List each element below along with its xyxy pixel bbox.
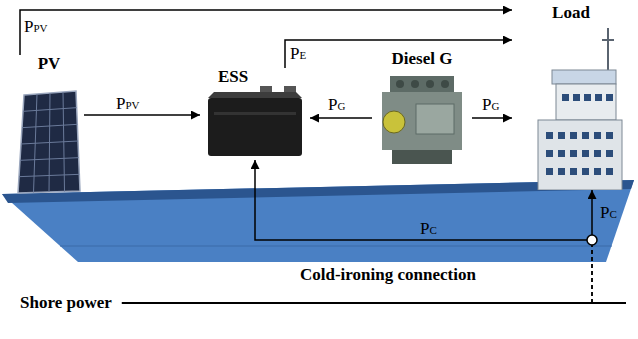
window [570,168,577,175]
flow-line [591,190,593,235]
window [558,150,565,157]
power-symbol: PC [600,204,617,223]
battery-terminal [284,86,296,93]
panel-grid [19,174,79,176]
power-flow-arrow [20,10,512,55]
power-symbol: PPV [116,95,140,114]
power-flow-arrow [84,115,200,116]
flow-line [285,40,512,68]
engine-cylinder [441,80,449,88]
bridge-deck [556,84,616,120]
power-flow-arrow [472,118,512,119]
power-symbol: PG [482,96,499,115]
window [558,168,565,175]
battery-box: ESS [200,68,310,160]
flow-line [20,10,512,55]
node-label: ESS [218,68,248,86]
connection-caption: Cold-ironing connection [300,266,476,284]
window [594,132,601,139]
engine-cylinder [426,80,434,88]
shore-line [122,302,626,304]
window [558,132,565,139]
node-shape [200,68,310,160]
window [606,132,613,139]
solar-panel [18,91,80,193]
battery-terminal [260,86,272,93]
window [546,168,553,175]
power-symbol: PG [328,96,345,115]
panel-grid [21,141,78,144]
node-shape [512,4,630,190]
bridge-roof [552,70,616,84]
power-symbol: PPV [24,18,48,37]
engine-block [382,92,462,150]
power-symbol: PC [420,220,437,239]
engine-cylinder [411,80,419,88]
flow-line [84,114,200,116]
window [606,150,613,157]
panel-grid [22,124,77,127]
antenna-mast [607,28,609,70]
cold-ironing-dashed-line [591,245,593,303]
connection-socket [587,235,597,245]
node-shape [14,55,84,195]
power-flow-arrow [285,40,512,68]
engine-cover [416,104,454,134]
battery-body [208,98,302,156]
window [606,94,613,101]
window [582,132,589,139]
window [570,150,577,157]
battery-top [208,92,302,98]
node-label: Shore power [20,294,112,312]
shore-power-line: Shore power [20,294,626,312]
window [562,94,569,101]
hull-line [60,246,612,247]
window [582,150,589,157]
battery-stripe [214,112,296,115]
window [573,94,580,101]
window [584,94,591,101]
power-flow-arrow [310,118,372,119]
cold-ironing-dashed-line [591,245,593,303]
window [546,132,553,139]
window [595,94,602,101]
flow-line [310,117,372,119]
panel-grid [23,108,77,112]
node-label: Load [552,4,590,22]
node-label: Diesel G [392,50,453,68]
window [546,150,553,157]
antenna-bar [602,39,614,41]
engine-head [390,76,454,92]
window [594,168,601,175]
window [606,168,613,175]
window [582,168,589,175]
hull-body [2,180,634,262]
power-flow-arrow [592,190,593,303]
engine-pulley [383,111,405,133]
panel-grid [20,158,79,161]
engine-box: Diesel G [372,50,472,170]
window [594,150,601,157]
load-box: Load [512,4,630,190]
superstructure [538,120,622,190]
node-shape [372,50,472,170]
flow-line [255,160,587,240]
flow-line [472,117,512,119]
pv-panel: PV [14,55,84,195]
node-label: PV [38,55,61,73]
power-symbol: PE [290,45,306,64]
engine-cylinder [396,80,404,88]
window [570,132,577,139]
engine-oil-pan [392,150,452,164]
